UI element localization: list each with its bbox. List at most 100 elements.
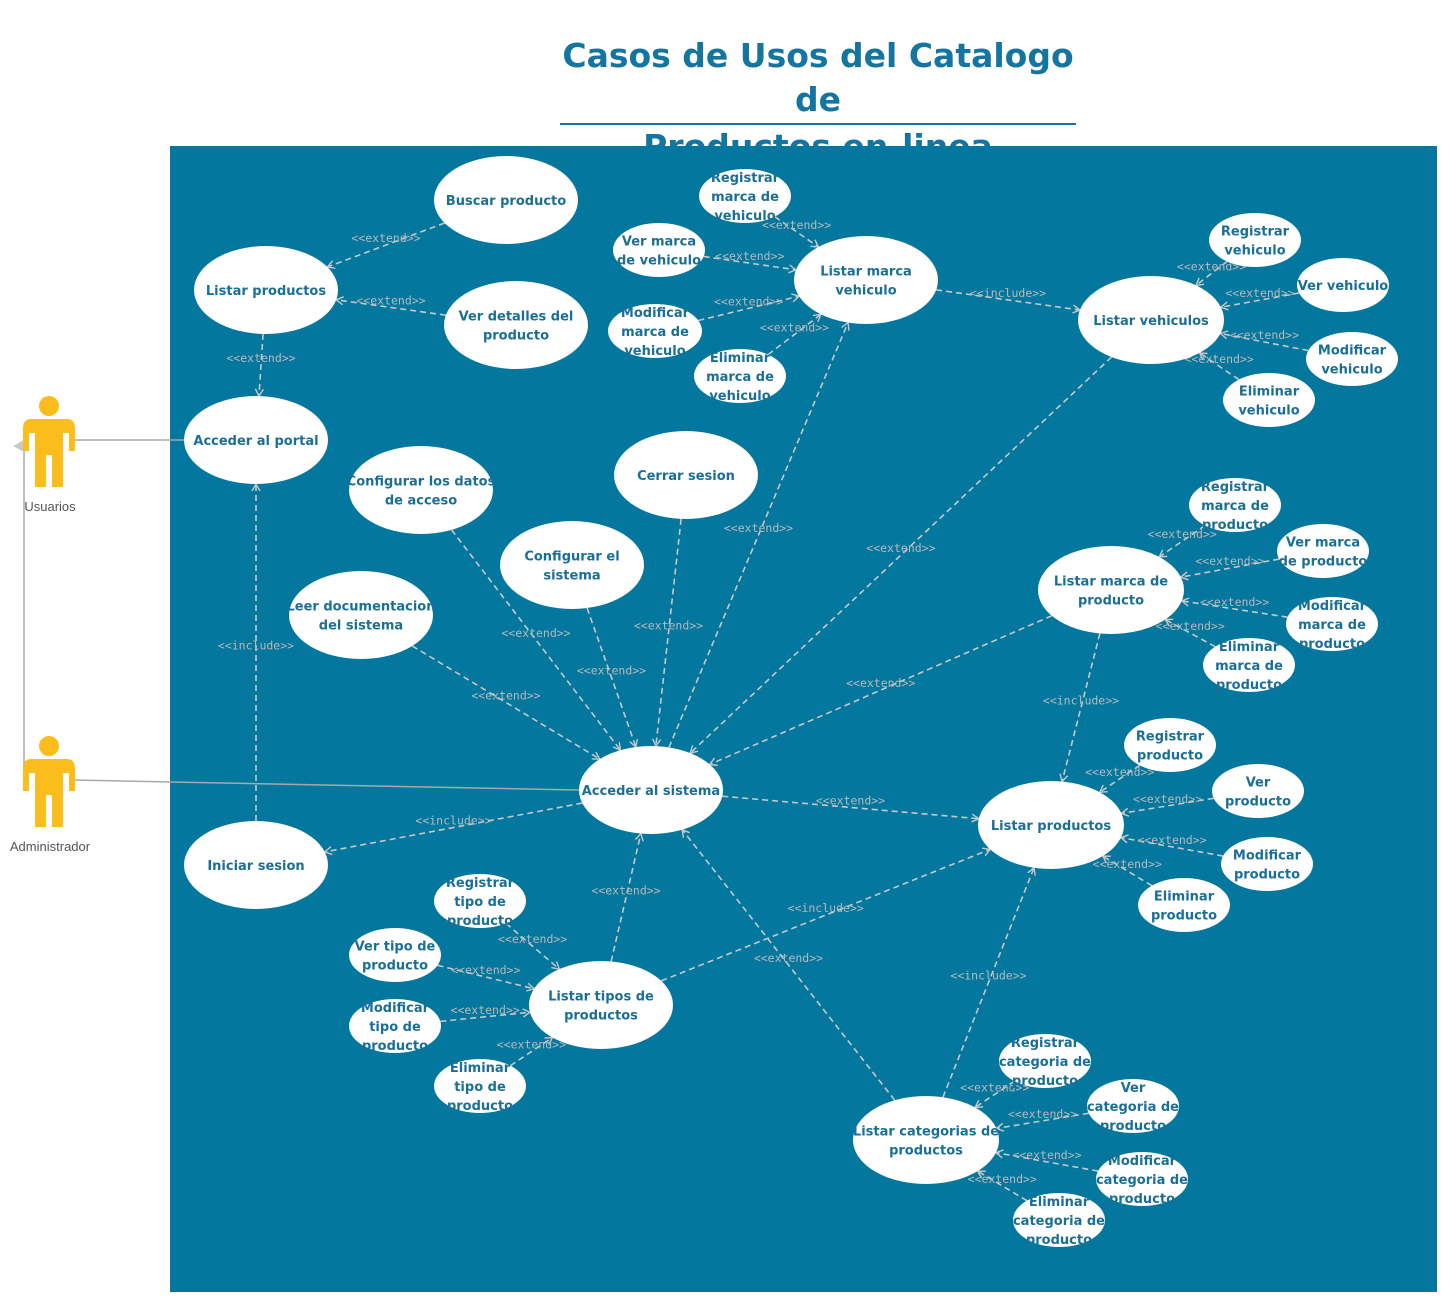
use-case-cerrar-sesion[interactable]: Cerrar sesion xyxy=(614,431,758,519)
connector-include xyxy=(936,289,1082,314)
use-case-label: categoria de xyxy=(999,1055,1091,1070)
use-case-listar-productos-adm[interactable]: Listar productos xyxy=(978,781,1124,869)
stereotype-extend: <<extend>> xyxy=(816,793,885,807)
use-case-shape xyxy=(614,431,758,519)
stereotype-extend: <<extend>> xyxy=(451,1003,520,1017)
stereotype-extend: <<extend>> xyxy=(715,249,784,263)
connector-extend xyxy=(767,313,823,356)
stereotype-extend: <<extend>> xyxy=(1093,857,1162,871)
use-case-label: producto xyxy=(1137,749,1203,764)
use-case-buscar-producto[interactable]: Buscar producto xyxy=(434,156,578,244)
use-case-shape xyxy=(613,223,705,277)
actor-body xyxy=(23,759,75,827)
stereotype-include: <<include>> xyxy=(218,639,294,653)
use-case-label: producto xyxy=(362,1039,428,1054)
use-case-shape xyxy=(1223,373,1315,427)
stereotype-extend: <<extend>> xyxy=(1230,328,1299,342)
use-case-label: de vehiculo xyxy=(617,254,701,269)
connector-extend xyxy=(708,615,1053,767)
stereotype-extend: <<extend>> xyxy=(471,689,540,703)
use-case-label: del sistema xyxy=(319,619,403,634)
use-case-label: Modificar xyxy=(1108,1154,1177,1169)
stereotype-extend: <<extend>> xyxy=(762,218,831,232)
actor-administrador[interactable]: Administrador xyxy=(10,736,91,854)
use-case-label: categoria de xyxy=(1087,1100,1179,1115)
use-case-label: marca de xyxy=(621,325,689,340)
use-case-label: Listar vehiculos xyxy=(1093,314,1209,329)
use-case-label: Registrar xyxy=(1136,730,1205,745)
use-case-shape xyxy=(529,961,673,1049)
stereotype-extend: <<extend>> xyxy=(760,320,829,334)
use-case-shape xyxy=(1297,258,1389,312)
connector-extend xyxy=(668,321,850,748)
connector-include xyxy=(660,847,992,982)
use-case-label: vehiculo xyxy=(624,344,685,359)
use-case-listar-vehiculos[interactable]: Listar vehiculos xyxy=(1078,276,1224,364)
actor-usuarios[interactable]: Usuarios xyxy=(23,396,76,514)
use-case-label: Iniciar sesion xyxy=(207,859,304,874)
use-case-shape xyxy=(289,571,433,659)
stereotype-include: <<include>> xyxy=(415,814,491,828)
use-case-acceder-sistema[interactable]: Acceder al sistema xyxy=(579,746,723,834)
connector-extend xyxy=(1198,352,1240,381)
use-case-shape xyxy=(1087,1079,1179,1133)
system-boundary xyxy=(170,146,1437,1292)
use-case-label: Registrar xyxy=(446,876,515,891)
use-case-shape xyxy=(1189,478,1281,532)
use-case-label: Eliminar xyxy=(1239,385,1300,400)
stereotype-extend: <<extend>> xyxy=(1177,259,1246,273)
use-case-label: producto xyxy=(1026,1233,1092,1248)
use-case-shape xyxy=(1277,524,1369,578)
use-case-ver-vehiculo[interactable]: Ver vehiculo xyxy=(1297,258,1389,312)
connector-extend xyxy=(689,356,1113,755)
use-case-label: Ver tipo de xyxy=(355,940,436,955)
stereotype-extend: <<extend>> xyxy=(714,294,783,308)
connector-extend xyxy=(586,607,639,749)
use-case-label: Listar productos xyxy=(991,819,1111,834)
use-case-label: producto xyxy=(447,1099,513,1114)
use-case-listar-productos-top[interactable]: Listar productos xyxy=(194,246,338,334)
title-line-1: Casos de Usos del Catalogo de xyxy=(560,34,1076,125)
connector-extend xyxy=(334,296,446,316)
connector-extend xyxy=(326,222,445,269)
use-case-label: producto xyxy=(1216,678,1282,693)
connector-include xyxy=(323,802,583,856)
use-case-shape xyxy=(434,1059,526,1113)
use-case-label: Ver xyxy=(1246,776,1271,791)
use-case-acceder-portal[interactable]: Acceder al portal xyxy=(184,396,328,484)
use-case-iniciar-sesion[interactable]: Iniciar sesion xyxy=(184,821,328,909)
actor-body xyxy=(23,419,75,487)
use-case-registrar-producto[interactable]: Registrar producto xyxy=(1124,718,1216,772)
use-case-shape xyxy=(1138,878,1230,932)
